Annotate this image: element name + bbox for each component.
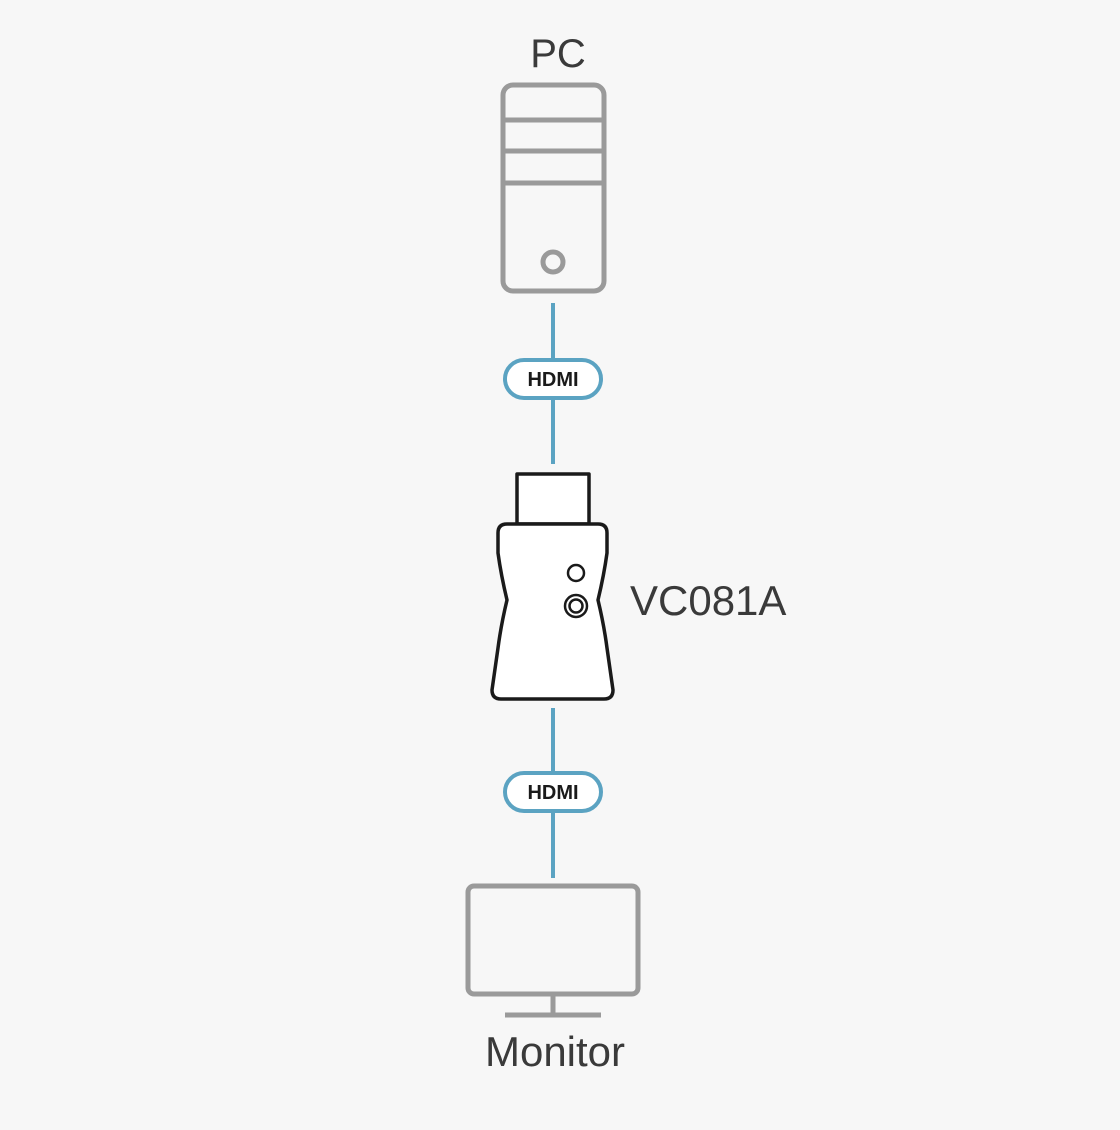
hdmi-pill-label: HDMI xyxy=(527,369,578,391)
monitor-icon xyxy=(465,883,641,1018)
pc-label: PC xyxy=(530,32,586,76)
hdmi-pill-label: HDMI xyxy=(527,782,578,804)
adapter-label: VC081A xyxy=(630,577,786,624)
hdmi-cable-pc-to-adapter: HDMI xyxy=(503,303,603,464)
desktop-tower-icon xyxy=(500,82,607,294)
hdmi-pill-badge xyxy=(503,771,603,813)
hdmi-pill-badge xyxy=(503,358,603,400)
hdmi-adapter-icon xyxy=(490,472,615,701)
hdmi-cable-adapter-to-monitor: HDMI xyxy=(503,708,603,878)
monitor-label: Monitor xyxy=(485,1028,625,1075)
